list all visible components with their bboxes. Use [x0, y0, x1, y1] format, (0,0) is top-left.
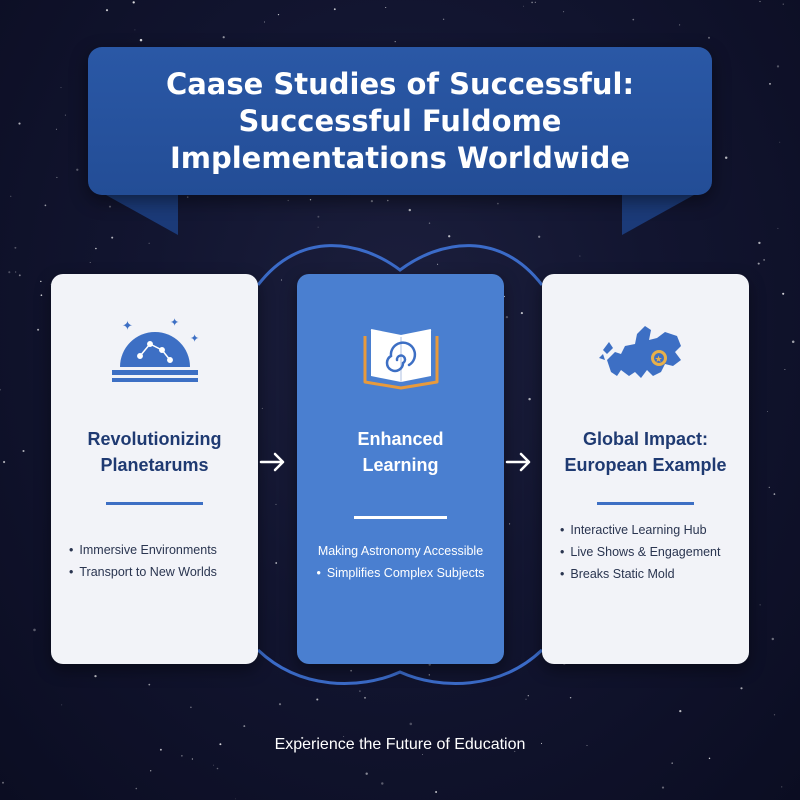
card-revolutionizing-planetariums: ✦ ✦ ✦ Revolutionizing Planetarums •Immer… [51, 274, 258, 664]
svg-text:★: ★ [654, 355, 662, 365]
title-banner: Caase Studies of Successful: Successful … [88, 47, 712, 195]
card-global-impact: ★ Global Impact: European Example •Inter… [542, 274, 749, 664]
open-book-icon [297, 314, 504, 404]
list-item: Making Astronomy Accessible [317, 544, 484, 558]
list-item: •Interactive Learning Hub [560, 523, 707, 537]
list-item: •Transport to New Worlds [69, 565, 217, 579]
list-item: •Immersive Environments [69, 543, 217, 557]
arrow-right-icon [259, 452, 285, 472]
card-bullet-list: Making Astronomy Accessible •Simplifies … [305, 540, 496, 584]
card-bullet-list: •Interactive Learning Hub •Live Shows & … [560, 519, 739, 585]
divider [597, 502, 694, 505]
europe-map-icon: ★ [542, 314, 749, 404]
card-enhanced-learning: Enhanced Learning Making Astronomy Acces… [297, 274, 504, 664]
svg-text:✦: ✦ [170, 316, 179, 329]
svg-text:✦: ✦ [190, 332, 199, 345]
divider [106, 502, 203, 505]
divider [354, 516, 447, 519]
card-title: Global Impact: European Example [564, 429, 727, 475]
planetarium-dome-icon: ✦ ✦ ✦ [51, 314, 258, 404]
page-title: Caase Studies of Successful: Successful … [165, 66, 635, 175]
footer-tagline: Experience the Future of Education [274, 736, 526, 753]
card-title: Enhanced Learning [357, 429, 444, 475]
list-item: •Simplifies Complex Subjects [316, 566, 485, 580]
svg-text:✦: ✦ [122, 319, 133, 334]
arrow-right-icon [505, 452, 531, 472]
list-item: •Live Shows & Engagement [560, 545, 721, 559]
list-item: •Breaks Static Mold [560, 567, 675, 581]
card-bullet-list: •Immersive Environments •Transport to Ne… [69, 539, 248, 583]
card-title: Revolutionizing Planetarums [87, 429, 222, 475]
